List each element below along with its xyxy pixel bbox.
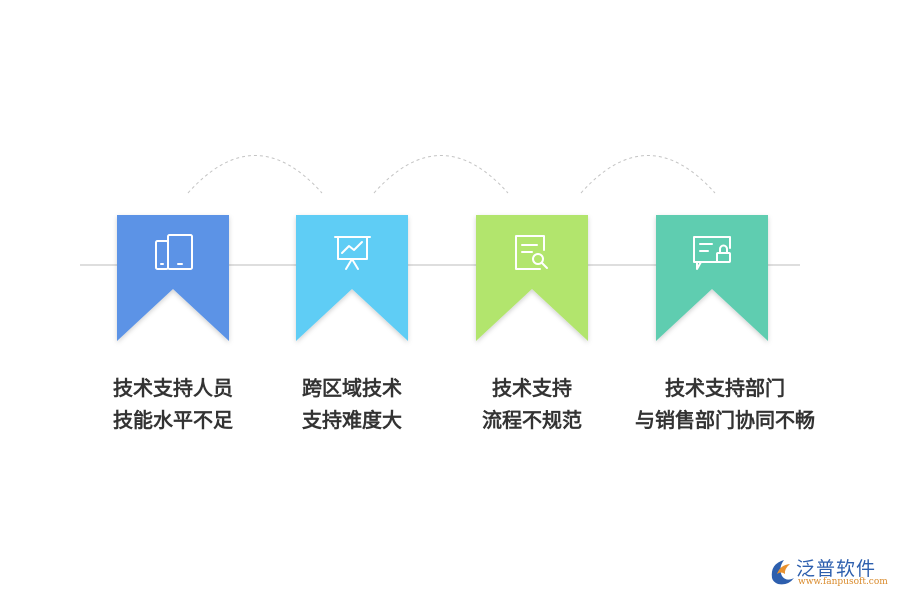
step-caption-3: 技术支持 流程不规范: [422, 372, 642, 436]
step-ribbon-3: [476, 215, 588, 341]
ribbon-shape: [656, 215, 768, 341]
dashed-arc-3: [580, 155, 716, 194]
logo-brand-text: 泛普软件: [796, 558, 877, 580]
step-caption-1: 技术支持人员 技能水平不足: [63, 372, 283, 436]
caption-line: 技能水平不足: [113, 408, 233, 432]
step-caption-2: 跨区域技术 支持难度大: [242, 372, 462, 436]
caption-line: 流程不规范: [482, 408, 582, 432]
chat-lock-icon: [693, 236, 731, 270]
step-ribbon-1: [117, 215, 229, 341]
dashed-arc-2: [373, 155, 509, 194]
ribbon-shape: [476, 215, 588, 341]
caption-line: 跨区域技术: [302, 376, 402, 400]
logo-mark-icon: [771, 560, 794, 585]
step-ribbon-4: [656, 215, 768, 341]
step-caption-4: 技术支持部门 与销售部门协同不畅: [615, 372, 835, 436]
document-search-icon: [515, 235, 548, 270]
dashed-arc-1: [187, 155, 323, 194]
presentation-chart-icon: [334, 236, 371, 270]
caption-line: 技术支持部门: [665, 376, 785, 400]
logo-url-text: www.fanpusoft.com: [798, 577, 888, 587]
ribbon-shape: [296, 215, 408, 341]
tablet-icon: [155, 234, 193, 270]
brand-logo: 泛普软件 www.fanpusoft.com: [768, 552, 893, 592]
caption-line: 与销售部门协同不畅: [635, 408, 815, 432]
caption-line: 技术支持人员: [113, 376, 233, 400]
step-ribbon-2: [296, 215, 408, 341]
ribbon-shape: [117, 215, 229, 341]
caption-line: 支持难度大: [302, 408, 402, 432]
caption-line: 技术支持: [492, 376, 572, 400]
